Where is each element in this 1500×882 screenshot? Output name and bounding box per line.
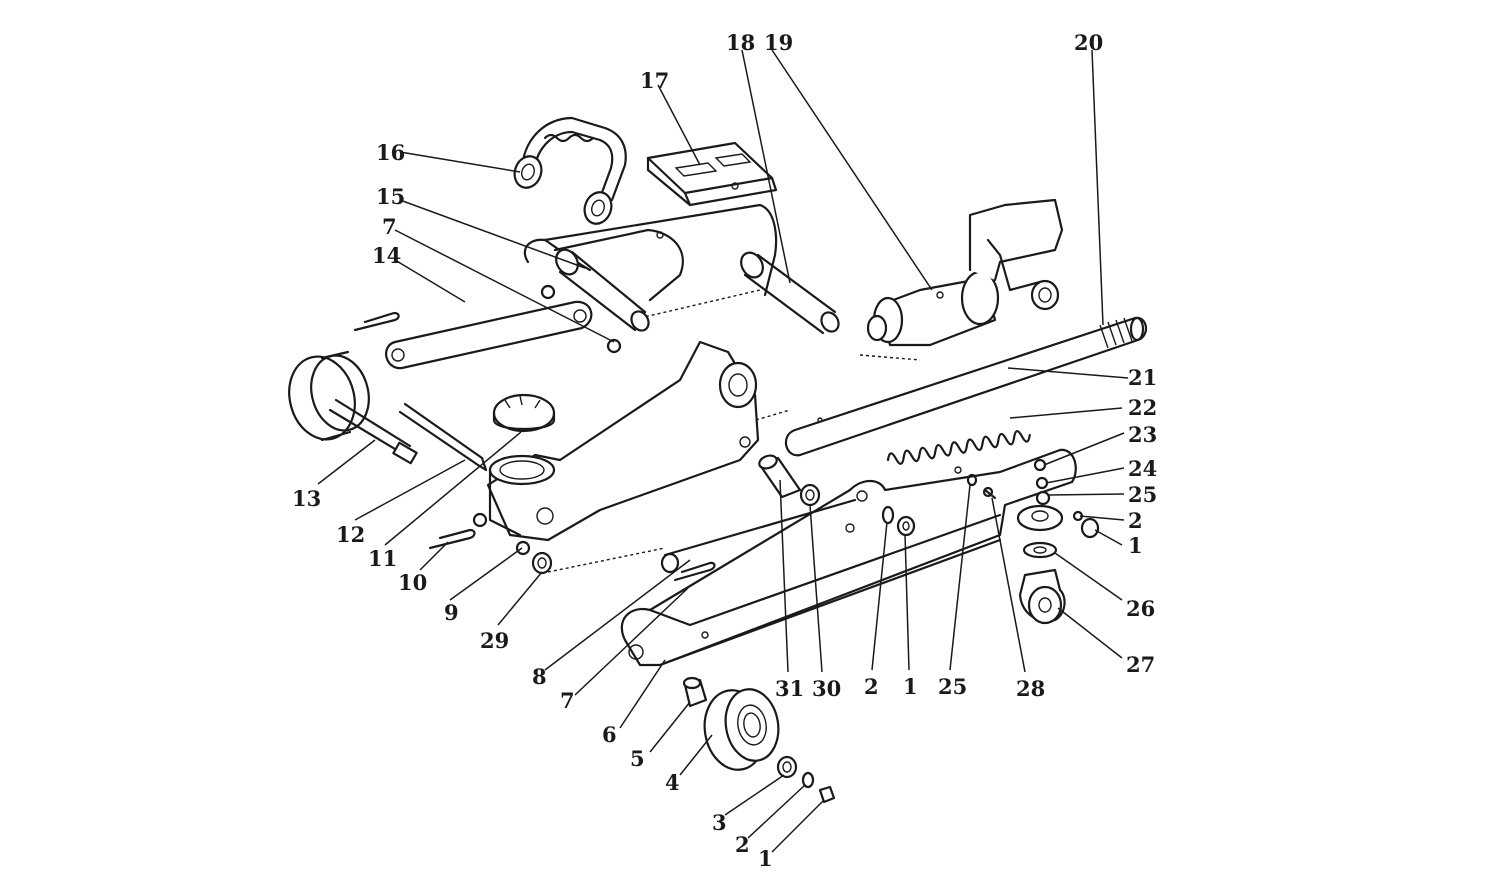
part-spring (886, 430, 1031, 465)
part-lift-arm-frame (523, 203, 778, 319)
callout-7: 7 (560, 688, 575, 713)
part-washer-29 (531, 551, 553, 575)
callout-23: 23 (1128, 422, 1157, 447)
part-caster (1016, 458, 1100, 625)
callout-1: 1 (758, 846, 773, 871)
callout-22: 22 (1128, 395, 1157, 420)
callout-30: 30 (812, 676, 841, 701)
callout-9: 9 (444, 600, 459, 625)
callout-labels: 16 17 18 19 20 15 7 14 21 22 23 24 25 2 … (292, 30, 1157, 871)
part-bracket-plate (646, 141, 778, 207)
callout-20: 20 (1074, 30, 1103, 55)
callout-8: 8 (532, 664, 547, 689)
callout-13: 13 (292, 486, 321, 511)
callout-31: 31 (775, 676, 804, 701)
part-hydraulic-pump (859, 198, 1064, 361)
callout-2: 2 (864, 674, 879, 699)
callout-16: 16 (376, 140, 405, 165)
leader-lines (317, 49, 1129, 853)
callout-24: 24 (1128, 456, 1157, 481)
part-handle-tube (784, 316, 1147, 457)
part-side-link (385, 284, 622, 370)
callout-27: 27 (1126, 652, 1155, 677)
part-cotter-pin (353, 311, 476, 550)
callout-1: 1 (1128, 533, 1143, 558)
callout-7: 7 (382, 214, 397, 239)
part-base-frame (620, 448, 1077, 667)
part-rear-wheel (682, 676, 836, 804)
part-hardware-middle (881, 466, 997, 537)
callout-2: 2 (1128, 508, 1143, 533)
callout-29: 29 (480, 628, 509, 653)
callout-25: 25 (1128, 482, 1157, 507)
callout-26: 26 (1126, 596, 1155, 621)
callout-3: 3 (712, 810, 727, 835)
callout-17: 17 (640, 68, 669, 93)
callout-18: 18 (726, 30, 755, 55)
part-pin-right (740, 251, 840, 335)
part-pin-rod (398, 402, 488, 472)
callout-25: 25 (938, 674, 967, 699)
part-handle-yoke (513, 116, 627, 225)
part-cotter-pin-lower (673, 561, 716, 582)
callout-6: 6 (602, 722, 617, 747)
part-chassis (472, 340, 791, 573)
callout-2: 2 (735, 832, 750, 857)
callout-4: 4 (665, 770, 680, 795)
callout-14: 14 (372, 243, 401, 268)
callout-21: 21 (1128, 365, 1157, 390)
callout-12: 12 (336, 522, 365, 547)
callout-28: 28 (1016, 676, 1045, 701)
callout-11: 11 (368, 546, 397, 571)
callout-1: 1 (903, 674, 918, 699)
part-short-pin (758, 454, 821, 507)
callout-15: 15 (376, 184, 405, 209)
callout-10: 10 (398, 570, 427, 595)
callout-19: 19 (764, 30, 793, 55)
part-front-roller (288, 350, 418, 465)
callout-5: 5 (630, 746, 645, 771)
part-saddle (492, 393, 556, 433)
